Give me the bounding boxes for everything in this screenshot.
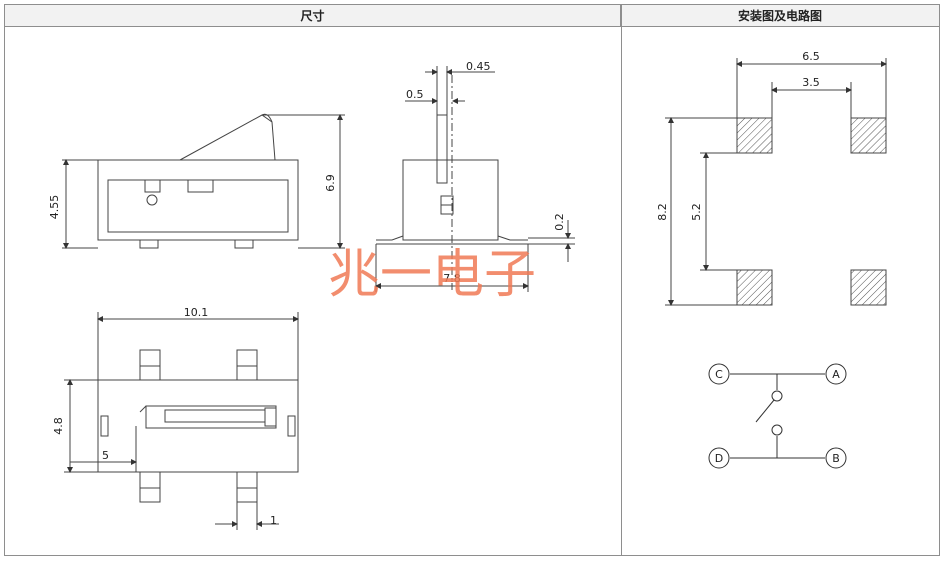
side-total-height-label: 6.9 <box>324 174 337 192</box>
pin-c-label: C <box>715 368 723 381</box>
top-length-label: 10.1 <box>184 306 209 319</box>
gap-label: 0.5 <box>406 88 424 101</box>
mounting-pads <box>736 117 887 306</box>
pad-outer-width-label: 6.5 <box>802 50 820 63</box>
top-height-label: 4.8 <box>52 417 65 435</box>
offset-label: 5 <box>102 449 109 462</box>
spec-table: 尺寸 安装图及电路图 <box>4 4 940 556</box>
mounting-circuit-header: 安装图及电路图 <box>621 5 939 27</box>
side-height-label: 4.55 <box>48 195 61 220</box>
watermark-text: 兆一电子 <box>328 245 536 305</box>
pin-b-label: B <box>832 452 840 465</box>
dimensions-header: 尺寸 <box>5 5 621 27</box>
pin-width-label: 1 <box>270 514 277 527</box>
pad-outer-height-label: 8.2 <box>656 203 669 221</box>
side-view <box>62 113 345 249</box>
standoff-label: 0.2 <box>553 213 566 231</box>
pin-d-label: D <box>715 452 723 465</box>
pin-a-label: A <box>832 368 840 381</box>
lever-width-label: 0.45 <box>466 60 491 73</box>
pad-inner-height-label: 5.2 <box>690 203 703 221</box>
mounting-dims <box>665 58 887 306</box>
front-width-label: 7.8 <box>443 272 461 285</box>
column-divider <box>621 5 622 555</box>
circuit-diagram <box>708 363 847 469</box>
top-view <box>64 312 299 530</box>
front-view <box>375 66 575 292</box>
pad-inner-width-label: 3.5 <box>802 76 820 89</box>
